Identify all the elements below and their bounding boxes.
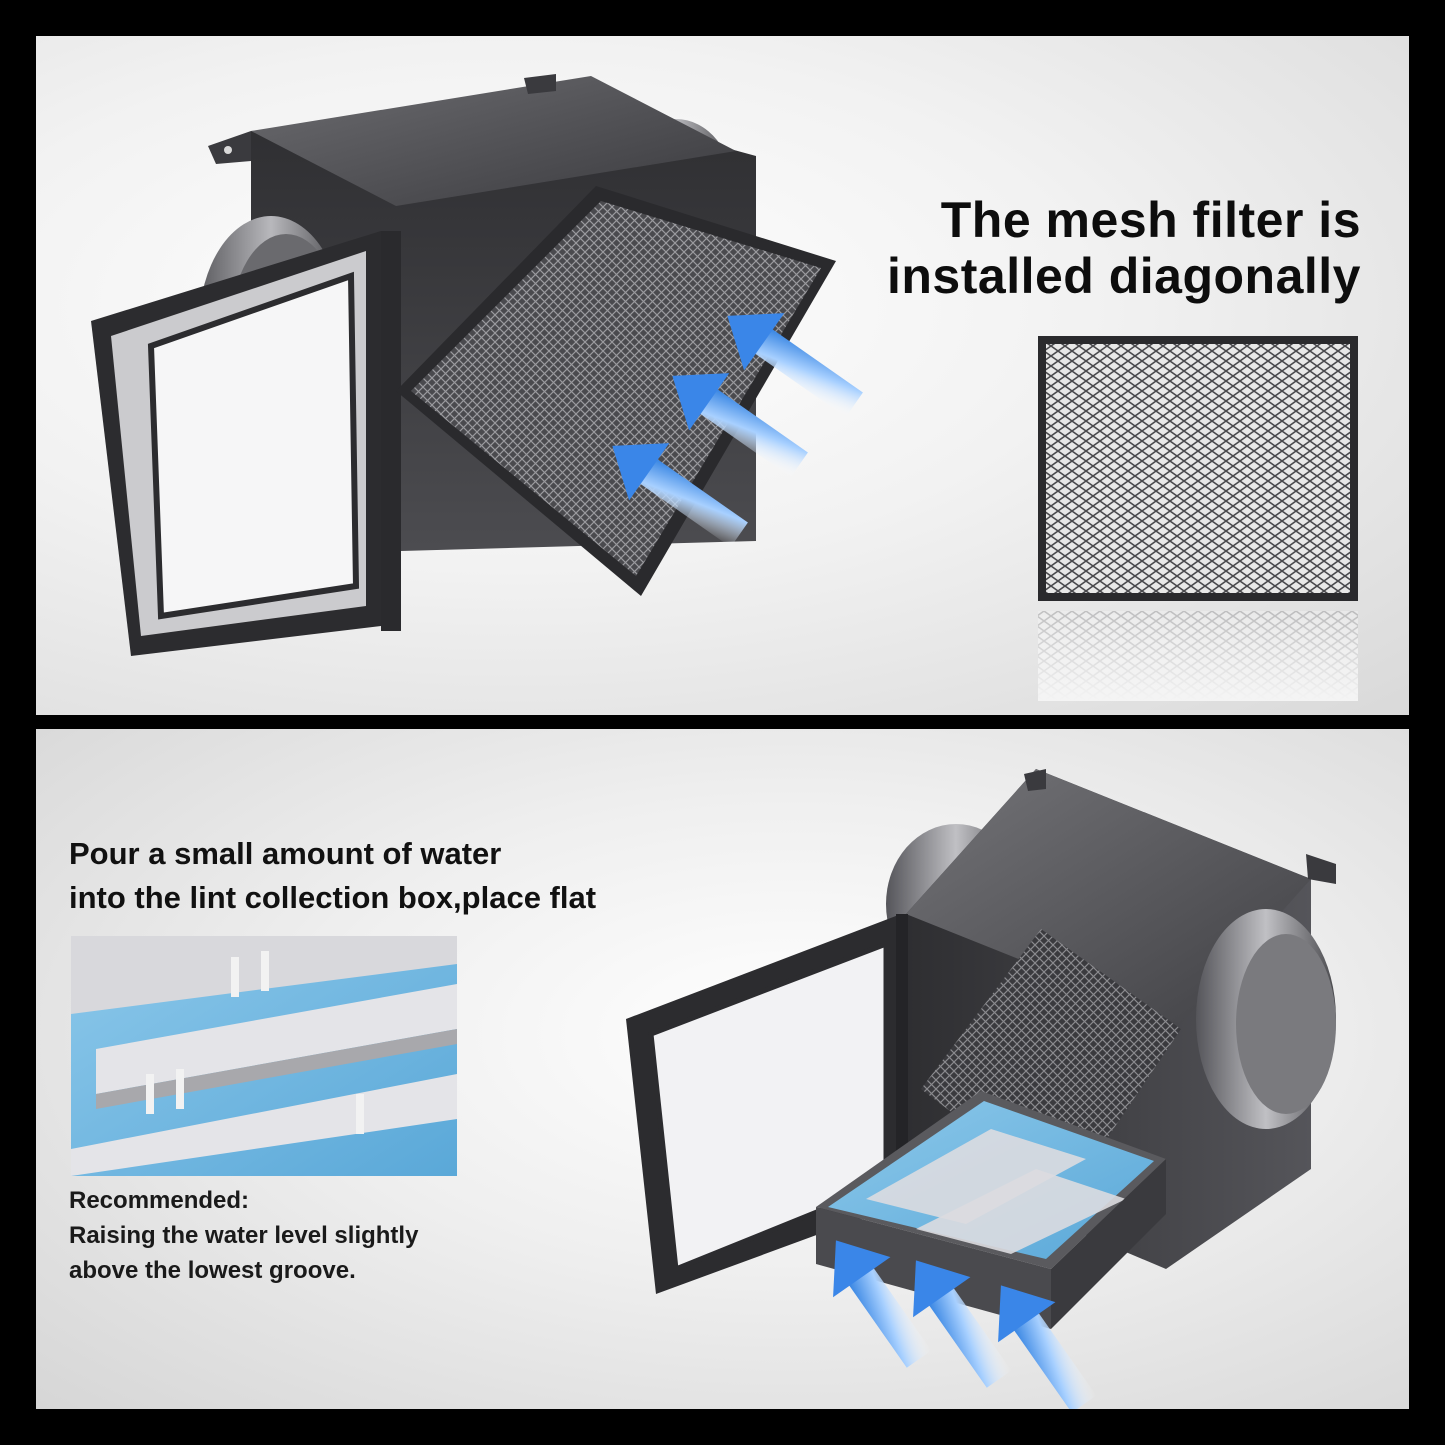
- water-tray-closeup: [71, 936, 457, 1176]
- note-line-2: above the lowest groove.: [69, 1257, 356, 1284]
- note-title: Recommended:: [69, 1187, 250, 1214]
- bottom-panel: Pour a small amount of water into the li…: [36, 729, 1409, 1409]
- door-hinge: [381, 231, 401, 631]
- box-lid: [251, 76, 736, 206]
- headline-line-2: installed diagonally: [887, 248, 1361, 304]
- mesh-filter-headline: The mesh filter is installed diagonally: [801, 192, 1361, 304]
- water-instruction: Pour a small amount of water into the li…: [69, 832, 709, 920]
- diagonal-mesh-filter: [411, 201, 821, 576]
- mounting-tab: [1024, 769, 1046, 791]
- airflow-arrows: [833, 1240, 1097, 1409]
- door-hinge: [896, 914, 908, 1209]
- mesh-filter-panel: [1038, 336, 1358, 701]
- mounting-tab: [1306, 854, 1336, 884]
- lint-box-illustration: [71, 769, 1336, 1409]
- headline-line-1: The mesh filter is: [940, 192, 1361, 248]
- instruction-line-2: into the lint collection box,place flat: [69, 880, 597, 915]
- recommendation-note: Recommended: Raising the water level sli…: [69, 1183, 489, 1288]
- top-panel: The mesh filter is installed diagonally: [36, 36, 1409, 715]
- vent-box-filter-illustration: [91, 74, 1358, 701]
- airflow-arrows: [612, 313, 863, 548]
- mounting-tab: [524, 74, 556, 94]
- note-line-1: Raising the water level slightly: [69, 1222, 419, 1249]
- instruction-line-1: Pour a small amount of water: [69, 836, 502, 871]
